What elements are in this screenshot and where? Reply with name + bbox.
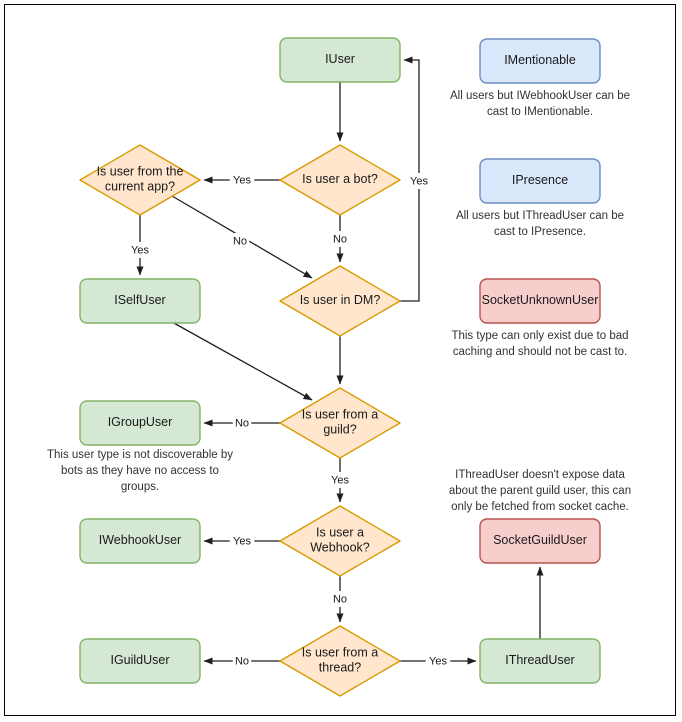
- edge-e-iswebhook-isthread: No: [330, 576, 350, 623]
- node-socketunknownuser[interactable]: SocketUnknownUser: [479, 278, 601, 324]
- edge-label: No: [235, 655, 249, 667]
- node-shape-box[interactable]: [479, 278, 601, 324]
- edge-label-bg: [232, 415, 252, 431]
- edge-e-isthread-iguilduser: No: [203, 653, 280, 669]
- node-shape-box[interactable]: [479, 158, 601, 204]
- edge-label: Yes: [410, 175, 428, 187]
- edge-label: Yes: [233, 174, 251, 186]
- edge-e-iswebhook-iwebhookuser: Yes: [203, 533, 280, 549]
- edge-label-bg: [230, 233, 250, 249]
- node-shape-diamond[interactable]: [79, 144, 201, 216]
- node-label: Is user a bot?: [302, 172, 378, 186]
- node-label: IUser: [325, 52, 355, 66]
- node-shape-box[interactable]: [79, 518, 201, 564]
- node-iwebhookuser[interactable]: IWebhookUser: [79, 518, 201, 564]
- node-socketguilduser[interactable]: SocketGuildUser: [479, 518, 601, 564]
- node-is-bot[interactable]: Is user a bot?: [279, 144, 401, 216]
- node-shape-diamond[interactable]: [279, 625, 401, 697]
- edge-label-bg: [330, 231, 350, 247]
- node-shape-diamond[interactable]: [279, 387, 401, 459]
- node-shape-box[interactable]: [79, 278, 201, 324]
- node-ithreaduser[interactable]: IThreadUser: [479, 638, 601, 684]
- node-iselfuser[interactable]: ISelfUser: [79, 278, 201, 324]
- node-shape-box[interactable]: [479, 38, 601, 84]
- edge-e-isdm-iuser: Yes: [400, 56, 432, 302]
- edge-label-bg: [127, 242, 153, 258]
- node-shape-box[interactable]: [79, 638, 201, 684]
- node-label: SocketGuildUser: [493, 533, 587, 547]
- edge-label-bg: [229, 172, 255, 188]
- diagram-frame: [4, 4, 676, 716]
- node-imentionable[interactable]: IMentionable: [479, 38, 601, 84]
- edge-e-isthread-ithreaduser: Yes: [400, 653, 477, 669]
- node-ipresence[interactable]: IPresence: [479, 158, 601, 204]
- edge-e-currentapp-isdm: No: [171, 195, 313, 279]
- node-iuser[interactable]: IUser: [279, 37, 401, 83]
- node-label: IMentionable: [504, 53, 576, 67]
- edge-label-bg: [327, 472, 353, 488]
- node-label: IThreadUser: [505, 653, 574, 667]
- node-label: ISelfUser: [114, 293, 165, 307]
- node-label: IPresence: [512, 173, 568, 187]
- edge-label: No: [235, 417, 249, 429]
- edge-e-isguild-iswebhook: Yes: [327, 458, 353, 503]
- edge-label: Yes: [131, 244, 149, 256]
- edge-label: No: [333, 593, 347, 605]
- node-label: SocketUnknownUser: [482, 293, 599, 307]
- edge-label-bg: [229, 533, 255, 549]
- node-label: IWebhookUser: [99, 533, 181, 547]
- edge-e-isguild-igroupuser: No: [203, 415, 280, 431]
- edge-e-isbot-isdm: No: [330, 215, 350, 263]
- node-is-dm[interactable]: Is user in DM?: [279, 265, 401, 337]
- node-shape-box[interactable]: [479, 518, 601, 564]
- node-shape-diamond[interactable]: [279, 265, 401, 337]
- edge-e-iselfuser-isguild: [171, 321, 313, 401]
- edge-e-currentapp-iselfuser: Yes: [127, 215, 153, 276]
- node-label: Is user in DM?: [300, 293, 381, 307]
- node-shape-box[interactable]: [79, 400, 201, 446]
- edge-label-bg: [330, 591, 350, 607]
- edge-e-isbot-currentapp: Yes: [203, 172, 280, 188]
- node-label: IGuildUser: [110, 653, 169, 667]
- edge-label: No: [233, 235, 247, 247]
- edge-label: No: [333, 233, 347, 245]
- edge-label-bg: [425, 653, 451, 669]
- edge-path: [171, 321, 313, 401]
- edge-label: Yes: [233, 535, 251, 547]
- node-shape-box[interactable]: [479, 638, 601, 684]
- node-label: IGroupUser: [108, 415, 173, 429]
- edge-label: Yes: [331, 474, 349, 486]
- edge-label: Yes: [429, 655, 447, 667]
- node-shape-diamond[interactable]: [279, 505, 401, 577]
- node-shape-diamond[interactable]: [279, 144, 401, 216]
- edge-label-bg: [232, 653, 252, 669]
- node-iguilduser[interactable]: IGuildUser: [79, 638, 201, 684]
- node-shape-box[interactable]: [279, 37, 401, 83]
- node-igroupuser[interactable]: IGroupUser: [79, 400, 201, 446]
- edge-label-bg: [406, 173, 432, 189]
